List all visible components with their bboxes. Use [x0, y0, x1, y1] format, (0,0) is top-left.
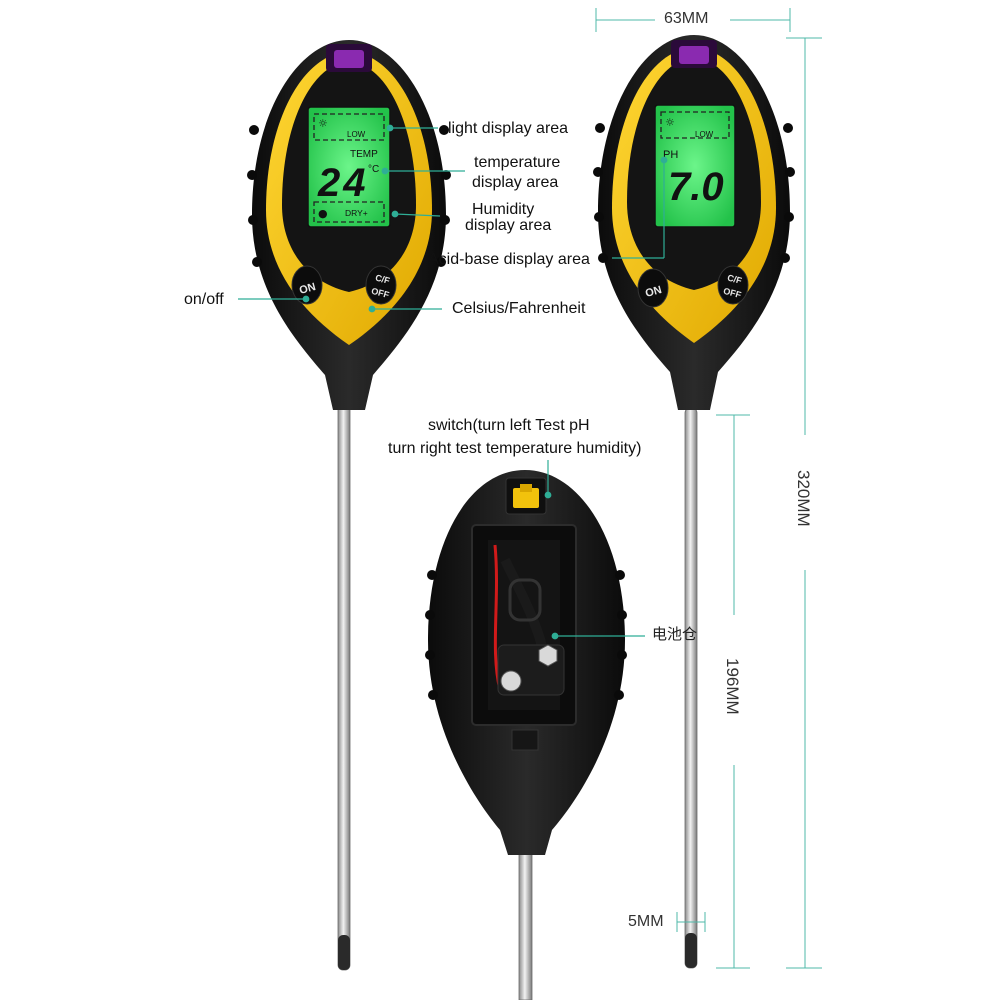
light-display-label: light display area	[448, 120, 569, 137]
svg-text:ON: ON	[644, 284, 663, 300]
svg-text:C/F: C/F	[374, 272, 391, 286]
right-cf-button[interactable]: C/F OFF	[717, 265, 749, 305]
sun-icon: ☼	[318, 117, 328, 130]
right-probe	[684, 407, 698, 969]
right-lcd-low: LOW	[695, 130, 714, 139]
right-probe-tip	[685, 933, 697, 968]
probe-diameter-dimension: 5MM	[628, 913, 664, 930]
back-meter	[425, 470, 627, 1001]
left-meter: ☼ LOW TEMP 24 °C ● DRY+ ON C/F OFF	[247, 40, 451, 971]
left-lcd	[307, 106, 391, 228]
back-probe	[518, 839, 533, 1001]
svg-text:C/F: C/F	[726, 272, 743, 286]
drop-icon: ●	[318, 207, 328, 220]
leader-lines	[238, 124, 668, 640]
svg-text:OFF: OFF	[722, 286, 742, 300]
probe-length-dimension: 196MM	[723, 658, 742, 715]
temperature-label-line1: temperature	[474, 154, 561, 171]
switch-label-line1: switch(turn left Test pH	[428, 417, 590, 434]
battery-snap	[500, 670, 522, 692]
svg-text:OFF: OFF	[370, 286, 390, 300]
left-lcd-dry: DRY+	[345, 208, 368, 218]
right-on-button[interactable]: ON	[637, 268, 669, 308]
left-probe-tip	[338, 935, 350, 970]
left-probe	[337, 404, 351, 971]
left-lcd-value: 24	[317, 161, 369, 205]
right-lcd	[654, 104, 736, 228]
humidity-label-line1: Humidity	[472, 201, 535, 218]
svg-text:ON: ON	[298, 281, 317, 297]
celsius-label: Celsius/Fahrenheit	[452, 300, 586, 317]
left-lcd-unit: °C	[368, 164, 379, 175]
onoff-label: on/off	[184, 291, 224, 308]
left-cf-button[interactable]: C/F OFF	[365, 265, 397, 305]
switch-label-line2: turn right test temperature humidity)	[388, 440, 642, 457]
left-lcd-low: LOW	[347, 130, 366, 139]
left-on-button[interactable]: ON	[291, 265, 323, 305]
width-dimension: 63MM	[664, 10, 709, 27]
temperature-label-line2: display area	[472, 174, 559, 191]
left-lcd-temp: TEMP	[350, 149, 378, 160]
right-lcd-ph: PH	[663, 149, 678, 161]
right-meter: ☼ LOW PH 7.0 ON C/F OFF	[593, 35, 795, 969]
humidity-label-line2: display area	[465, 217, 552, 234]
sun-icon: ☼	[665, 116, 675, 129]
right-lcd-value: 7.0	[668, 165, 724, 209]
battery-label: 电池仓	[652, 626, 698, 643]
dimension-lines	[595, 8, 822, 969]
length-dimension: 320MM	[794, 470, 813, 527]
acid-base-label: Acid-base display area	[428, 251, 590, 268]
